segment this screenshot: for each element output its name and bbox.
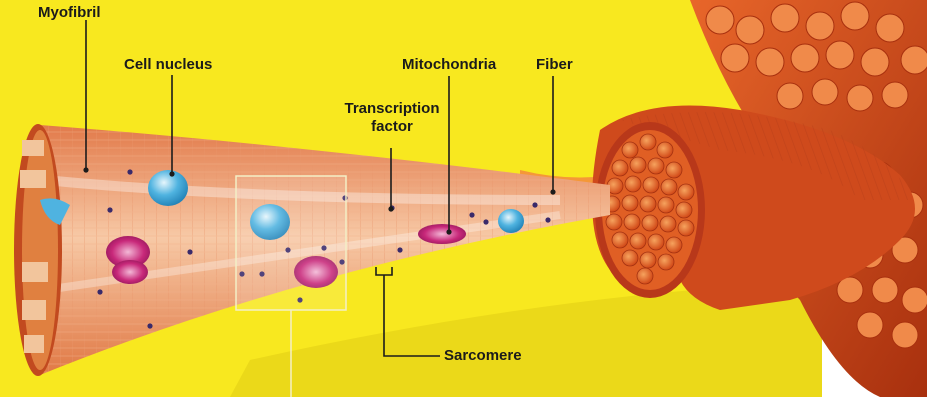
transcription-factor-line1: Transcription	[330, 100, 454, 118]
sarcomere-label: Sarcomere	[444, 347, 522, 365]
cell-nucleus-label: Cell nucleus	[124, 56, 212, 74]
zoom-box	[236, 176, 346, 310]
transcription-factor-line2: factor	[330, 118, 454, 136]
fiber-label: Fiber	[536, 56, 573, 74]
transcription-factor-label: Transcription factor	[330, 100, 454, 136]
mitochondria-label: Mitochondria	[402, 56, 496, 74]
myofibril-label: Myofibril	[38, 4, 101, 22]
